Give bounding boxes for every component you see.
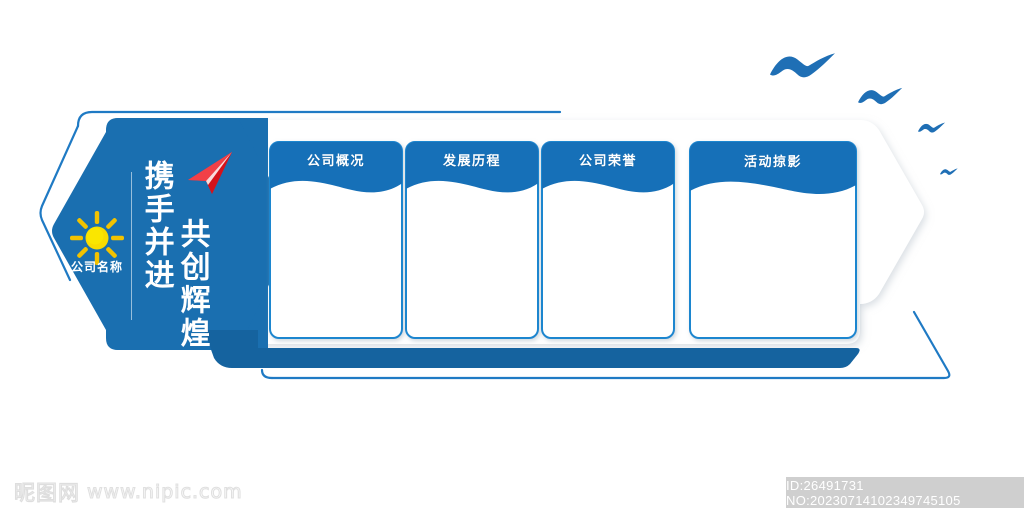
card-activity-gallery[interactable] <box>688 140 858 339</box>
watermark-site-url: www.nipic.com <box>86 480 243 503</box>
card-company-overview[interactable] <box>268 140 404 339</box>
card-title-activity-gallery: 活动掠影 <box>743 155 802 170</box>
image-id-text: ID:26491731 NO:20230714102349745105 <box>786 477 961 508</box>
slogan-line-1: 携手并进 <box>138 160 174 292</box>
card-header-wave <box>270 142 402 193</box>
flying-birds-icon <box>770 53 958 175</box>
slogan-divider <box>131 172 132 320</box>
sun-icon <box>70 211 124 265</box>
card-header-wave <box>542 142 674 193</box>
bottom-blue-bar-join <box>204 330 258 368</box>
slogan-line-2: 共创辉煌 <box>174 218 210 350</box>
card-title-company-honors: 公司荣誉 <box>578 154 637 169</box>
bottom-outline-stroke <box>270 310 951 380</box>
card-company-honors[interactable] <box>540 140 676 339</box>
watermark-site-name: 昵图网 <box>13 480 80 505</box>
card-header-wave <box>690 142 856 194</box>
card-development-history[interactable] <box>404 140 540 339</box>
card-header-wave <box>406 142 538 193</box>
bottom-outline-stroke-left <box>260 368 274 380</box>
left-outline-stroke <box>76 110 562 128</box>
bottom-blue-bar <box>232 348 860 368</box>
brand-chevron-main <box>52 118 294 350</box>
paper-airplane-icon <box>188 152 232 194</box>
card-title-company-overview: 公司概况 <box>306 154 365 169</box>
company-name-label: 公司名称 <box>70 260 123 274</box>
image-id-badge: ID:26491731 NO:20230714102349745105 <box>786 477 1024 508</box>
card-title-development-history: 发展历程 <box>442 154 501 169</box>
watermark: 昵图网 www.nipic.com <box>13 477 243 507</box>
left-outline-stroke-2 <box>39 124 80 282</box>
